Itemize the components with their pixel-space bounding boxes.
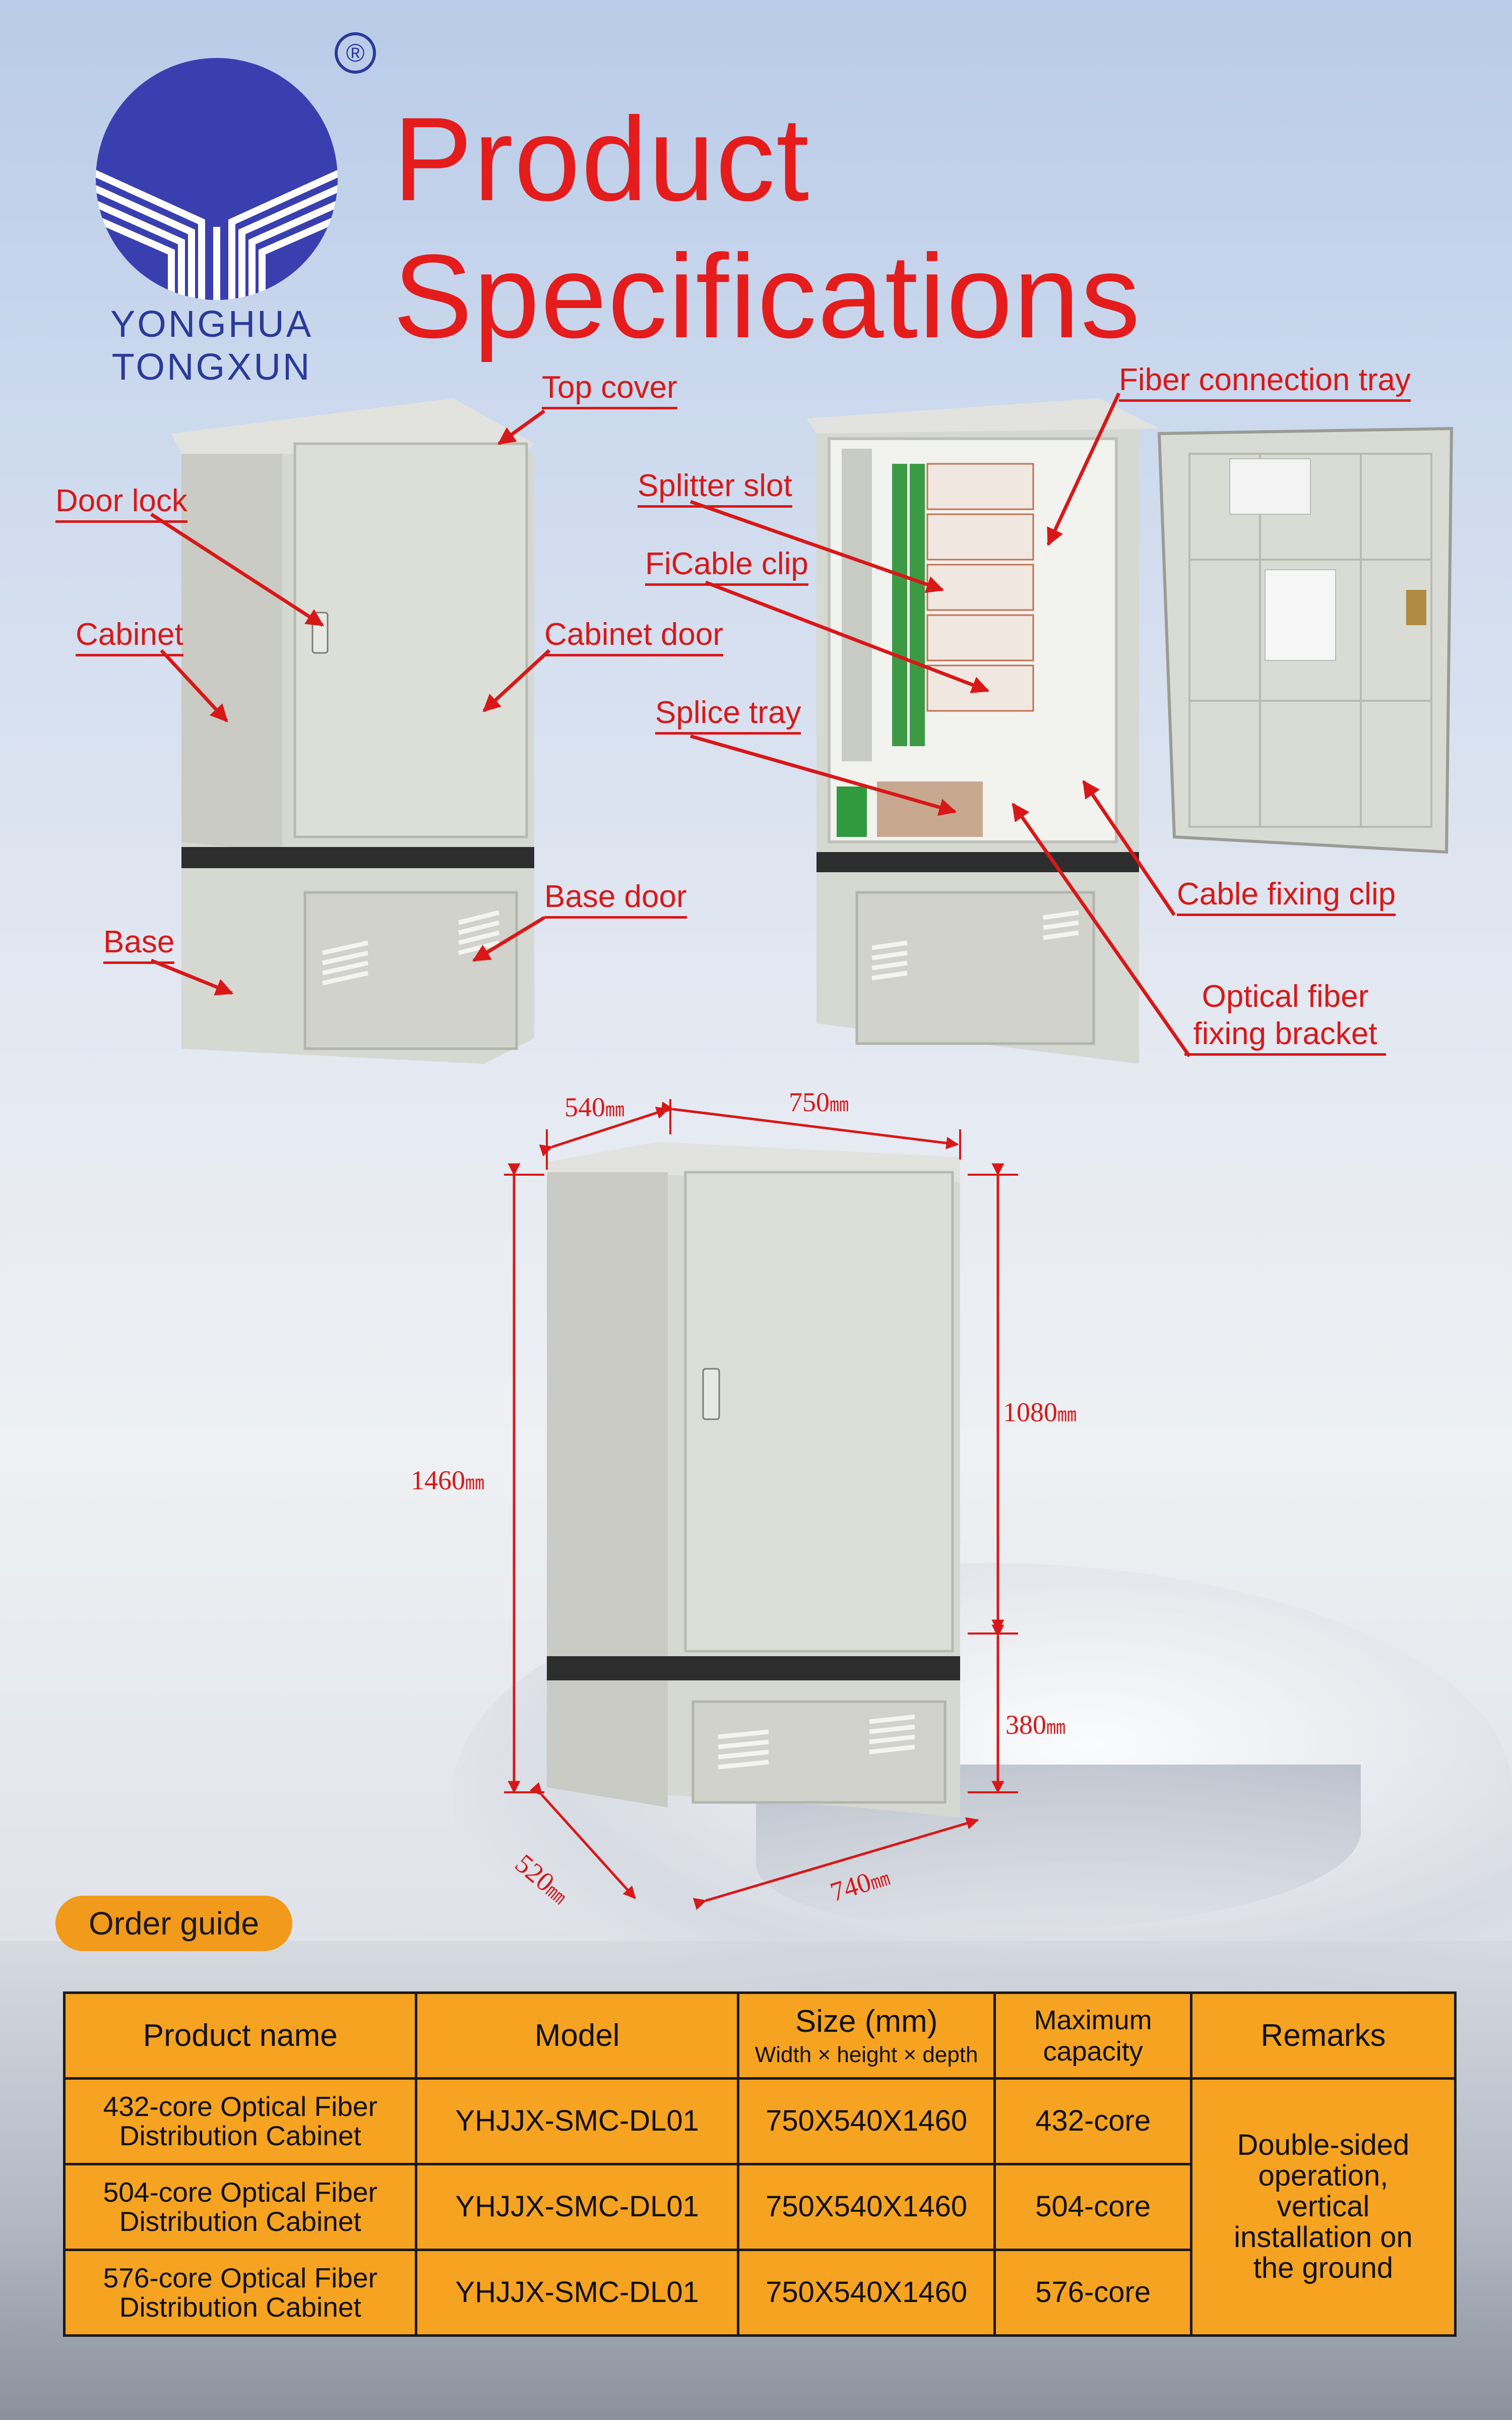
open-cabinet-image [806,398,1462,1069]
table-row: 432-core Optical Fiber Distribution Cabi… [62,2077,1457,2337]
header-capacity-line2: capacity [1043,2036,1143,2067]
table-row: 576-core Optical Fiber Distribution Cabi… [62,2249,1456,2337]
header-size: Size (mm) Width × height × depth [736,1991,996,2080]
header-remarks: Remarks [1189,1991,1457,2080]
header-size-main: Size (mm) [795,2004,938,2039]
callout-top-cover: Top cover [542,370,677,410]
remarks-line: installation on [1234,2220,1413,2254]
callout-optical-fiber-line2: fixing bracket [1184,1015,1386,1056]
dim-height-total: 1460㎜ [411,1465,485,1495]
remarks-line: Double-sided [1237,2129,1410,2162]
cell-capacity: 432-core [993,2077,1192,2165]
callout-optical-fiber-line1: Optical fiber [1202,979,1369,1014]
cell-product-name: 576-core Optical Fiber Distribution Cabi… [62,2249,418,2337]
header-model: Model [415,1991,739,2080]
cell-product-name: 432-core Optical Fiber Distribution Cabi… [62,2077,418,2165]
dim-top-depth: 540㎜ [564,1092,625,1122]
logo-company-name: YONGHUA TONGXUN [110,303,313,388]
dim-height-upper: 1080㎜ [1003,1397,1077,1427]
cell-size: 750X540X1460 [736,2163,996,2251]
callout-fiber-connection-tray: Fiber connection tray [1119,362,1411,402]
cell-capacity: 576-core [993,2249,1192,2337]
callout-door-lock: Door lock [55,483,187,523]
dim-top-width: 750㎜ [789,1087,849,1117]
remarks-line: vertical [1277,2190,1370,2223]
header-product-name: Product name [62,1991,418,2080]
callout-cabinet-door: Cabinet door [544,617,724,657]
header-capacity: Maximum capacity [993,1991,1192,2080]
registered-mark-icon: ® [335,32,376,74]
product-name-line2: Distribution Cabinet [119,2120,361,2151]
callout-ficable-clip: FiCable clip [645,547,808,586]
cell-capacity: 504-core [993,2163,1192,2251]
cell-size: 750X540X1460 [736,2077,996,2165]
callout-base: Base [103,925,175,964]
product-name-line1: 432-core Optical Fiber [103,2090,377,2122]
cell-remarks: Double-sided operation, vertical install… [1189,2077,1457,2337]
logo-emblem-icon [96,58,338,300]
company-logo: ® YONGHUA TONGXUN [30,30,383,388]
cell-model: YHJJX-SMC-DL01 [415,2163,739,2251]
callout-splice-tray: Splice tray [655,695,801,735]
cell-model: YHJJX-SMC-DL01 [415,2077,739,2165]
header-capacity-line1: Maximum [1034,2005,1152,2035]
cell-product-name: 504-core Optical Fiber Distribution Cabi… [62,2163,418,2251]
callout-splitter-slot: Splitter slot [638,468,792,508]
header-size-sub: Width × height × depth [754,2042,978,2067]
table-header-row: Product name Model Size (mm) Width × hei… [62,1991,1457,2080]
callout-base-door: Base door [544,879,687,919]
dimension-cabinet-image [547,1142,975,1823]
dim-height-base: 380㎜ [1005,1710,1066,1740]
table-row: 504-core Optical Fiber Distribution Cabi… [62,2163,1456,2251]
product-name-line1: 504-core Optical Fiber [103,2176,377,2208]
product-name-line2: Distribution Cabinet [119,2205,361,2237]
product-name-line2: Distribution Cabinet [119,2291,361,2323]
svg-text:®: ® [346,39,365,67]
order-guide-badge: Order guide [55,1896,292,1951]
order-guide-table: Product name Model Size (mm) Width × hei… [62,1991,1457,2337]
cell-size: 750X540X1460 [736,2249,996,2337]
callout-optical-fiber-bracket: Optical fiber fixing bracket [1184,978,1386,1056]
callout-cabinet: Cabinet [76,617,183,657]
callout-cable-fixing-clip: Cable fixing clip [1177,877,1396,917]
page-title: Product Specifications [393,93,1142,363]
remarks-line: operation, [1258,2159,1389,2193]
cell-model: YHJJX-SMC-DL01 [415,2249,739,2337]
product-name-line1: 576-core Optical Fiber [103,2262,377,2293]
remarks-line: the ground [1253,2251,1394,2284]
closed-cabinet-image [171,398,544,1079]
